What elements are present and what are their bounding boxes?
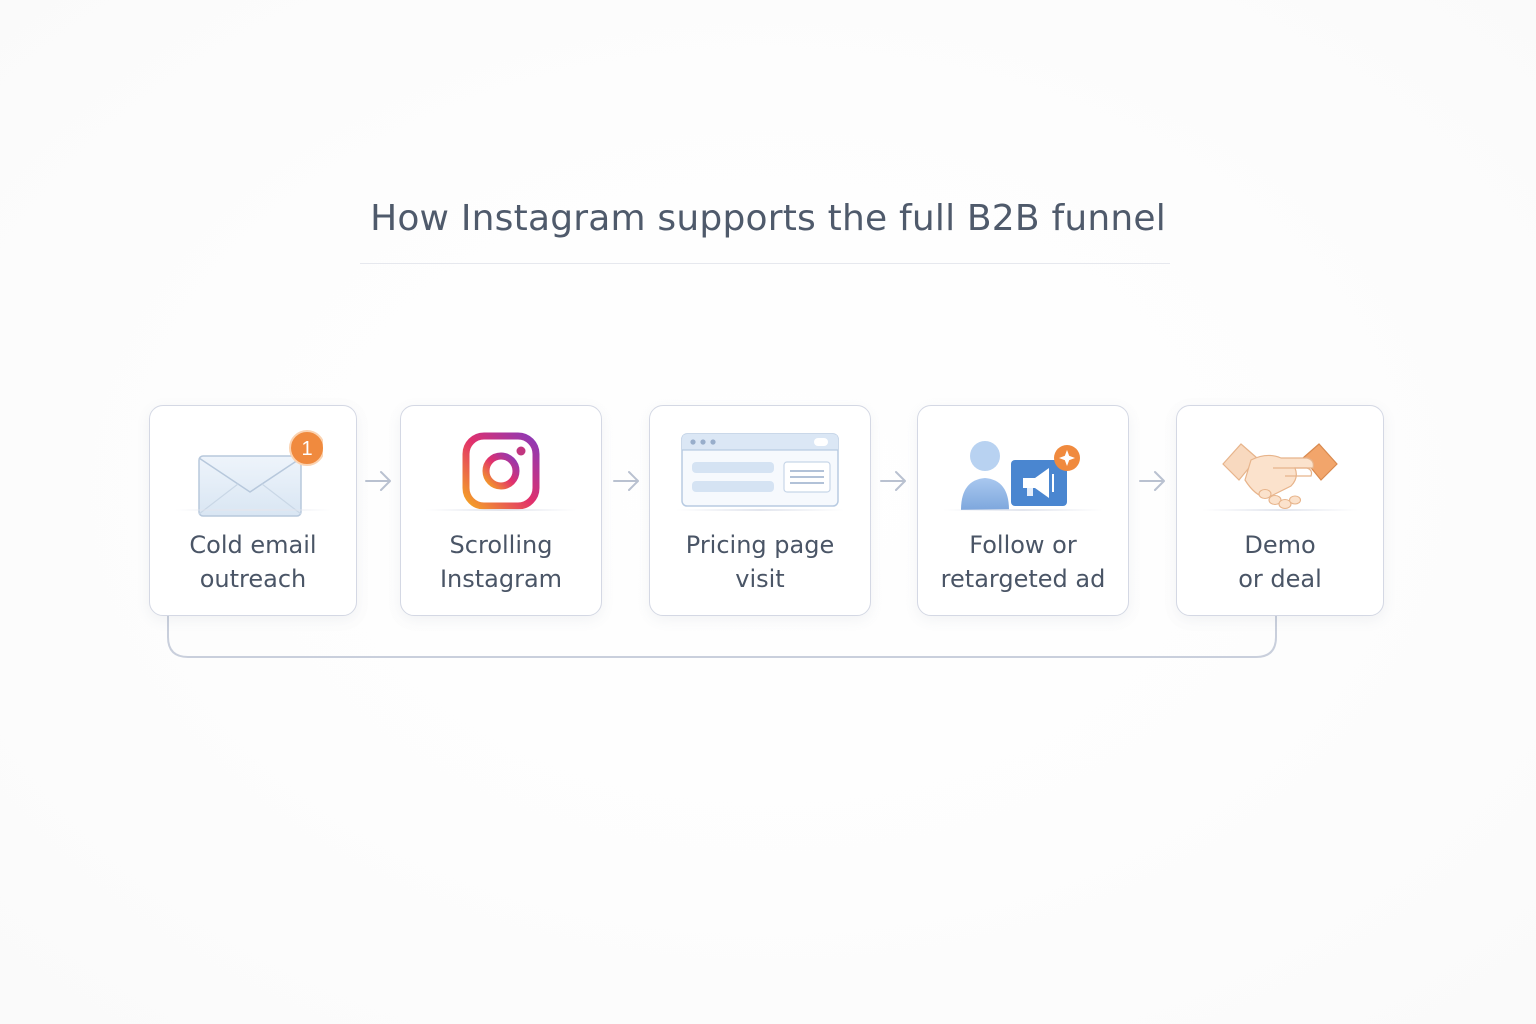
arrow-right-icon: [1139, 471, 1165, 491]
browser-window-icon: [681, 433, 839, 507]
card-separator: [676, 509, 844, 511]
svg-text:1: 1: [301, 438, 312, 460]
step-label-line: or deal: [1238, 565, 1322, 593]
handshake-icon: [1222, 443, 1338, 510]
envelope-icon: 1: [198, 430, 323, 517]
arrow-right-icon: [365, 471, 391, 491]
notification-badge: 1: [289, 430, 323, 466]
title-divider: [360, 263, 1170, 264]
loop-connector: [167, 616, 1277, 658]
step-card-demo-or-deal: Demo or deal: [1176, 405, 1384, 616]
step-label: Follow or retargeted ad: [918, 528, 1128, 596]
sparkle-badge: [1054, 445, 1080, 471]
step-label-line: outreach: [199, 565, 307, 593]
step-label-line: retargeted ad: [940, 565, 1106, 593]
step-card-follow-retargeted-ad: Follow or retargeted ad: [917, 405, 1129, 616]
step-card-cold-email: 1 Cold email outreach: [149, 405, 357, 616]
diagram-title: How Instagram supports the full B2B funn…: [370, 198, 1166, 239]
step-label-line: Demo: [1244, 531, 1316, 559]
step-label-line: Follow or: [969, 531, 1077, 559]
step-label-line: Instagram: [439, 565, 563, 593]
step-card-scrolling-instagram: Scrolling Instagram: [400, 405, 602, 616]
step-label-line: visit: [735, 565, 785, 593]
person-megaphone-icon: [961, 441, 1080, 510]
instagram-icon: [462, 432, 540, 510]
card-separator: [425, 509, 577, 511]
step-label: Cold email outreach: [150, 528, 356, 596]
step-label: Scrolling Instagram: [401, 528, 601, 596]
step-label-line: Scrolling: [449, 531, 553, 559]
card-separator: [943, 509, 1103, 511]
step-label: Pricing page visit: [650, 528, 870, 596]
step-label: Demo or deal: [1177, 528, 1383, 596]
card-separator: [1201, 509, 1359, 511]
arrow-right-icon: [880, 471, 906, 491]
card-separator: [174, 509, 332, 511]
step-card-pricing-page: Pricing page visit: [649, 405, 871, 616]
step-label-line: Pricing page: [685, 531, 835, 559]
arrow-right-icon: [613, 471, 639, 491]
step-label-line: Cold email: [189, 531, 317, 559]
